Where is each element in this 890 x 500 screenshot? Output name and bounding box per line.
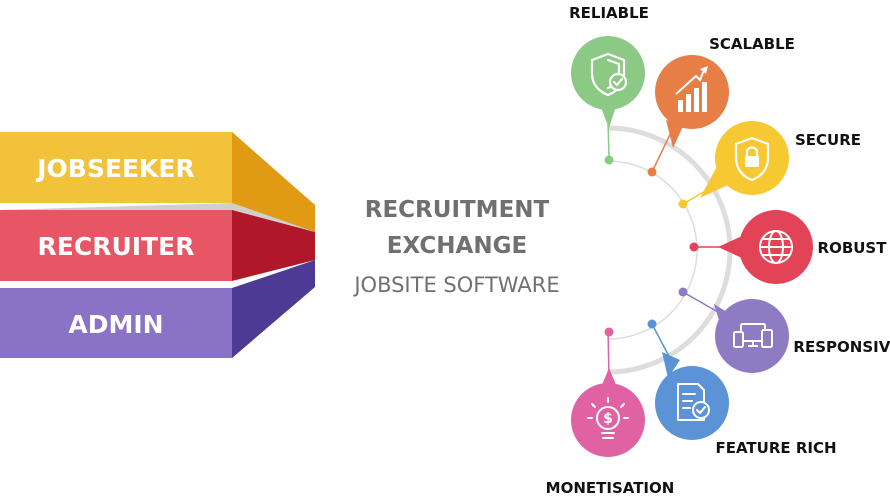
role-block-admin: ADMIN bbox=[0, 260, 315, 358]
feature-reliable-label: RELIABLE bbox=[569, 4, 649, 22]
feature-scalable-bubble bbox=[655, 55, 729, 129]
lock-shield-icon bbox=[734, 136, 770, 182]
feature-reliable-bubble bbox=[571, 36, 645, 110]
arc-dot-feature-rich bbox=[647, 319, 657, 329]
arc-dot-responsive bbox=[678, 287, 688, 297]
role-label-admin: ADMIN bbox=[68, 310, 163, 339]
role-block-jobseeker-side bbox=[232, 132, 315, 232]
feature-robust: ROBUST bbox=[718, 210, 887, 284]
feature-secure: SECURE bbox=[700, 121, 861, 198]
feature-scalable-label: SCALABLE bbox=[709, 35, 795, 53]
feature-responsive-bubble bbox=[715, 299, 789, 373]
growth-chart-icon bbox=[675, 66, 708, 112]
arc-dot-monetisation bbox=[604, 327, 614, 337]
role-label-recruiter: RECRUITER bbox=[38, 232, 195, 261]
role-block-jobseeker: JOBSEEKER bbox=[0, 132, 315, 232]
role-block-recruiter: RECRUITER bbox=[0, 210, 315, 281]
shield-check-icon bbox=[590, 52, 628, 97]
svg-text:$: $ bbox=[603, 411, 613, 427]
role-block-jobseeker-front bbox=[0, 132, 232, 203]
role-label-jobseeker: JOBSEEKER bbox=[35, 154, 194, 183]
role-block-recruiter-side bbox=[232, 210, 315, 281]
role-block-admin-front bbox=[0, 288, 232, 358]
arc-dot-scalable bbox=[647, 167, 657, 177]
feature-reliable: RELIABLE bbox=[569, 4, 649, 128]
inner-arc bbox=[607, 160, 698, 340]
center-title-line2: EXCHANGE bbox=[387, 233, 527, 259]
globe-icon bbox=[759, 230, 793, 264]
feature-responsive: RESPONSIVE bbox=[714, 299, 890, 373]
feature-feature-rich: FEATURE RICH bbox=[655, 352, 837, 457]
role-block-admin-side bbox=[232, 260, 315, 358]
devices-icon bbox=[733, 323, 773, 348]
feature-monetisation-label: MONETISATION bbox=[546, 479, 675, 497]
center-title-line1: RECRUITMENT bbox=[365, 197, 550, 223]
feature-secure-label: SECURE bbox=[795, 131, 861, 149]
arc-dot-secure bbox=[678, 199, 688, 209]
role-block-recruiter-front bbox=[0, 210, 232, 281]
feature-responsive-label: RESPONSIVE bbox=[793, 338, 890, 356]
feature-scalable: SCALABLE bbox=[655, 35, 795, 148]
feature-feature-rich-label: FEATURE RICH bbox=[715, 439, 836, 457]
feature-robust-label: ROBUST bbox=[818, 239, 888, 257]
arc-dot-reliable bbox=[604, 155, 614, 165]
arc-dot-robust bbox=[689, 242, 699, 252]
feature-monetisation: $ MONETISATION bbox=[546, 368, 675, 497]
money-bulb-icon: $ bbox=[587, 397, 629, 439]
document-check-icon bbox=[677, 383, 710, 421]
outer-arc bbox=[607, 125, 733, 375]
feature-feature-rich-bubble bbox=[655, 366, 729, 440]
center-subtitle: JOBSITE SOFTWARE bbox=[352, 273, 559, 297]
feature-monetisation-bubble bbox=[571, 383, 645, 457]
